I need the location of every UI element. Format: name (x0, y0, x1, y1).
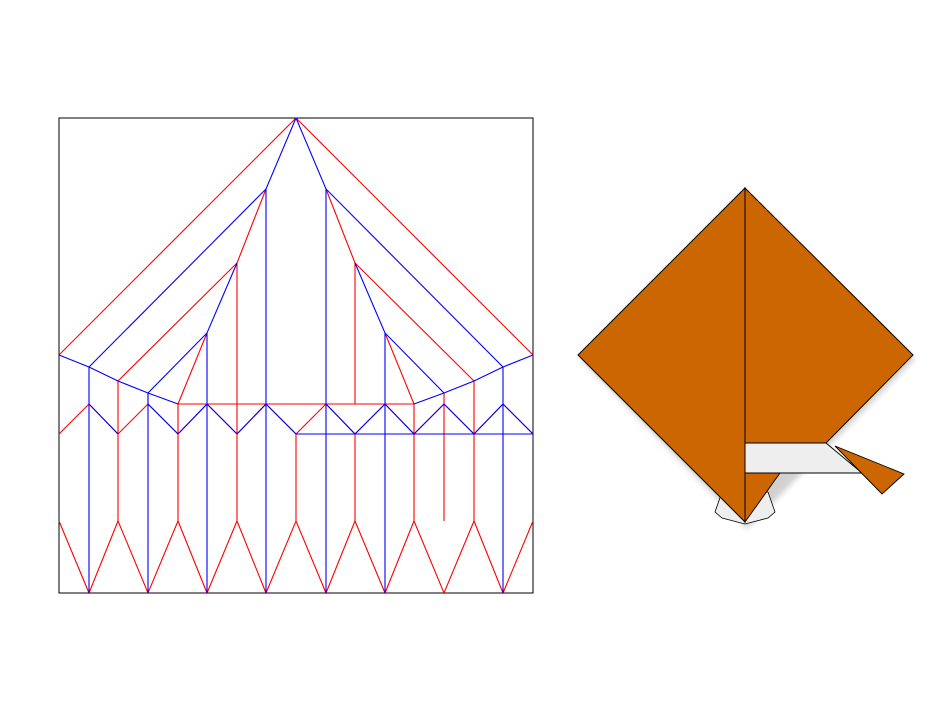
mountain-folds (58, 117, 534, 595)
valley-folds (58, 117, 534, 593)
model-white-band (744, 442, 864, 474)
model-tail-flap (834, 445, 905, 495)
model-left-flap (577, 186, 746, 524)
crease-pattern (58, 117, 534, 595)
folded-model (577, 186, 915, 529)
model-right-flap (744, 186, 914, 444)
